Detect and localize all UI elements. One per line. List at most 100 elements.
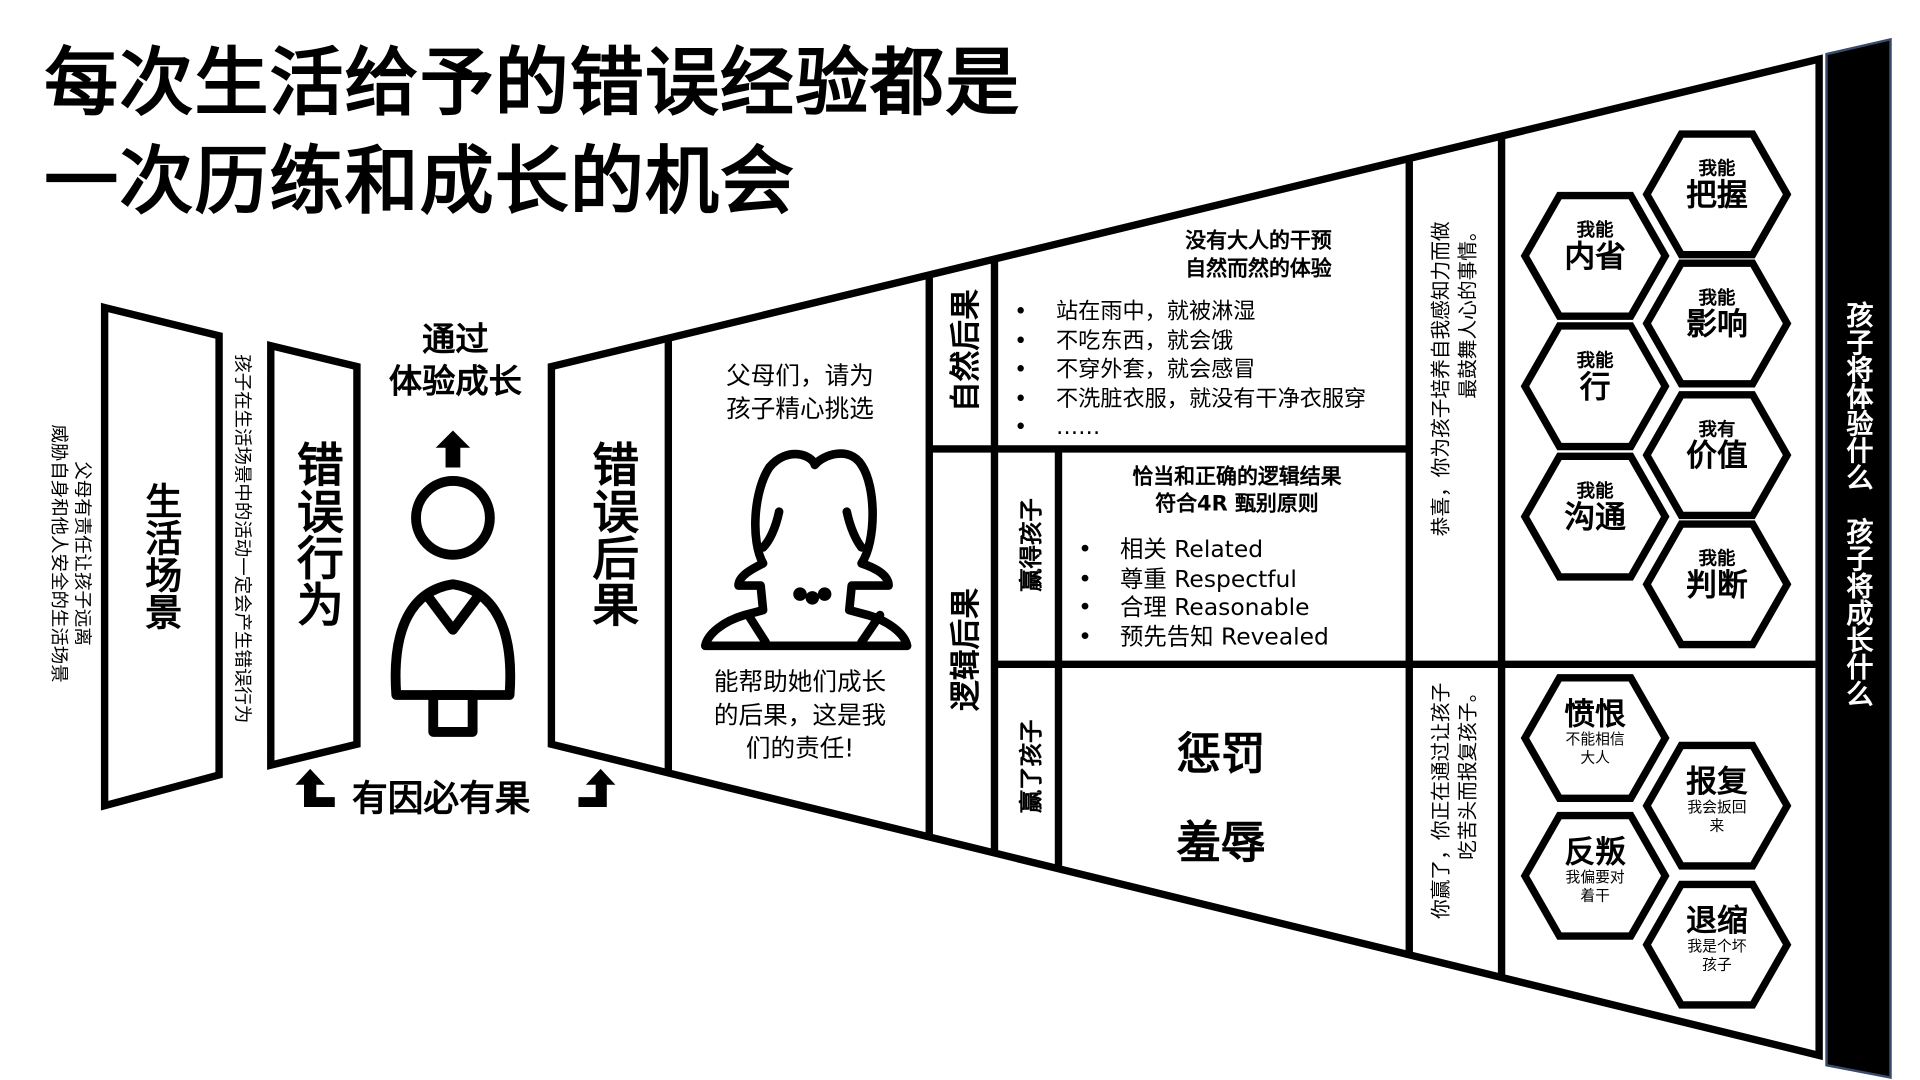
hexagon-sub-text: 我是个坏: [1687, 937, 1747, 955]
list-item-text: 站在雨中，就被淋湿: [1056, 298, 1256, 325]
logical-consequence-label: 逻辑后果: [947, 587, 984, 712]
hexagon-positive: 我能行: [1534, 349, 1657, 405]
parents-choose-text: 父母们，请为 孩子精心挑选: [689, 359, 911, 425]
bullet-icon: •: [1078, 594, 1092, 622]
help-line-1: 能帮助她们成长: [713, 666, 887, 697]
list-item: •……: [1014, 413, 1366, 442]
natural-consequence-list: •站在雨中，就被淋湿•不吃东西，就会饿•不穿外套，就会感冒•不洗脏衣服，就没有干…: [1014, 298, 1366, 443]
title-line-2: 一次历练和成长的机会: [44, 139, 796, 226]
hexagon-positive: 我能把握: [1655, 157, 1778, 213]
wrong-behavior-label: 错误行为: [289, 440, 344, 628]
list-item-text: ……: [1056, 414, 1101, 441]
hexagon-shape: [1642, 391, 1792, 520]
beat-child-label: 赢了孩子: [1017, 719, 1045, 814]
congrats-text: 恭喜，你为孩子培养自我感知力而做 最鼓舞人心的事情。: [1428, 221, 1482, 536]
hexagon-shape: [1642, 130, 1792, 259]
arrow-up-icon: [435, 430, 471, 468]
bullet-icon: •: [1078, 565, 1092, 593]
humiliate-label: 羞辱: [1176, 818, 1266, 869]
beat-line-2: 吃苦头而报复孩子。: [1456, 682, 1480, 860]
hexagon-big-text: 把握: [1686, 176, 1748, 213]
hexagon-sub-text: 大人: [1580, 748, 1610, 766]
hexagon-shape: [1520, 322, 1670, 451]
right-bar: [1825, 37, 1892, 1080]
list-item: •不吃东西，就会饿: [1014, 327, 1366, 356]
list-item-text: 不洗脏衣服，就没有干净衣服穿: [1056, 385, 1367, 412]
life-scene-label: 生活场景: [137, 482, 181, 630]
help-line-2: 的后果，这是我: [713, 699, 887, 730]
hexagon-shape: [1642, 259, 1792, 388]
bullet-icon: •: [1078, 623, 1092, 651]
congrats-line-2: 最鼓舞人心的事情。: [1456, 221, 1480, 399]
title-line-1: 每次生活给予的错误经验都是: [44, 40, 1021, 127]
hexagon-sub-text: 来: [1709, 816, 1725, 834]
punish-label: 惩罚: [1176, 729, 1266, 780]
hexagon-small-text: 我有: [1698, 418, 1736, 441]
hexagon-positive: 我有价值: [1655, 418, 1778, 473]
hexagon-big-text: 影响: [1686, 305, 1748, 342]
hexagon-small-text: 我能: [1576, 479, 1614, 502]
hexagon-small-text: 我能: [1576, 349, 1614, 372]
hexagon-small-text: 我能: [1698, 286, 1736, 309]
grow-line-2: 体验成长: [388, 362, 522, 402]
natural-heading-2: 自然而然的体验: [1185, 257, 1332, 282]
logic-heading-1: 恰当和正确的逻辑结果: [1132, 464, 1342, 490]
beat-child-text: 你赢了，你正在通过让孩子 吃苦头而报复孩子。: [1428, 683, 1482, 919]
bullet-icon: •: [1014, 298, 1028, 325]
natural-consequence-label: 自然后果: [947, 289, 984, 413]
hexagon-shape: [1520, 191, 1670, 320]
hexagon-layer: [1520, 130, 1792, 1009]
parent-responsibility-note: 父母有责任让孩子远离 威胁自身和他人安全的生活场景: [47, 424, 94, 682]
list-item-text: 不吃东西，就会饿: [1056, 327, 1234, 354]
responsibility-text: 能帮助她们成长 的后果，这是我 们的责任!: [689, 665, 911, 765]
logic-4r-list: •相关 Related•尊重 Respectful•合理 Reasonable•…: [1078, 536, 1329, 652]
list-item: • 不洗脏衣服，就没有干净衣服穿: [1014, 384, 1366, 413]
list-item: • 不穿外套，就会感冒: [1014, 355, 1366, 384]
hexagon-negative: 愤恨不能相信大人: [1534, 698, 1657, 767]
hexagon-positive: 我能影响: [1655, 286, 1778, 342]
list-item-text: 预先告知 Revealed: [1120, 623, 1329, 651]
hexagon-big-text: 判断: [1686, 566, 1748, 603]
hexagon-positive: 我能内省: [1534, 218, 1657, 275]
child-person-icon: [390, 476, 516, 737]
bullet-icon: •: [1014, 385, 1028, 412]
list-item-text: 不穿外套，就会感冒: [1056, 356, 1256, 383]
hexagon-shape: [1520, 674, 1670, 803]
hexagon-big-text: 退缩: [1686, 902, 1748, 939]
parents-line-1: 父母们，请为: [726, 360, 874, 390]
list-item-text: 合理 Reasonable: [1120, 594, 1310, 622]
hexagon-sub-text: 我偏要对: [1565, 868, 1625, 886]
list-item-text: 相关 Related: [1120, 536, 1264, 564]
hexagon-positive: 我能沟通: [1534, 479, 1657, 534]
hexagon-big-text: 报复: [1686, 763, 1748, 800]
wrong-behavior-panel: [267, 340, 361, 770]
hexagon-small-text: 我能: [1698, 157, 1736, 180]
help-line-3: 们的责任!: [745, 733, 855, 763]
funnel-outline: [547, 54, 1823, 1061]
logic-heading: 恰当和正确的逻辑结果 符合4R 甄别原则: [1071, 464, 1403, 518]
hexagon-big-text: 反叛: [1564, 834, 1626, 870]
hexagon-sub-text: 着干: [1580, 886, 1610, 904]
hexagon-big-text: 行: [1579, 368, 1611, 405]
bullet-icon: •: [1014, 356, 1028, 383]
hexagon-sub-text: 我会扳回: [1687, 798, 1747, 816]
hexagon-sub-text: 孩子: [1702, 955, 1732, 973]
parent-woman-icon: [700, 449, 912, 651]
list-item-text: 尊重 Respectful: [1120, 565, 1297, 593]
hexagon-big-text: 内省: [1564, 238, 1626, 275]
hexagon-positive: 我能判断: [1655, 547, 1778, 603]
activity-note: 孩子在生活场景中的活动一定会产生错误行为: [231, 354, 254, 724]
arrow-corner-right-icon: [578, 768, 616, 807]
arrow-corner-left-icon: [295, 768, 335, 807]
list-item: • 尊重 Respectful: [1078, 565, 1329, 594]
hexagon-sub-text: 不能相信: [1565, 730, 1625, 749]
hexagon-shape: [1642, 880, 1792, 1009]
hexagon-small-text: 我能: [1576, 218, 1614, 242]
parents-line-2: 孩子精心挑选: [726, 393, 874, 424]
hexagon-negative: 报复我会扳回来: [1655, 763, 1778, 834]
hexagon-negative: 退缩我是个坏孩子: [1655, 902, 1778, 973]
beat-line-1: 你赢了，你正在通过让孩子: [1428, 682, 1453, 919]
bullet-icon: •: [1078, 536, 1092, 564]
hexagon-small-text: 我能: [1698, 547, 1736, 570]
